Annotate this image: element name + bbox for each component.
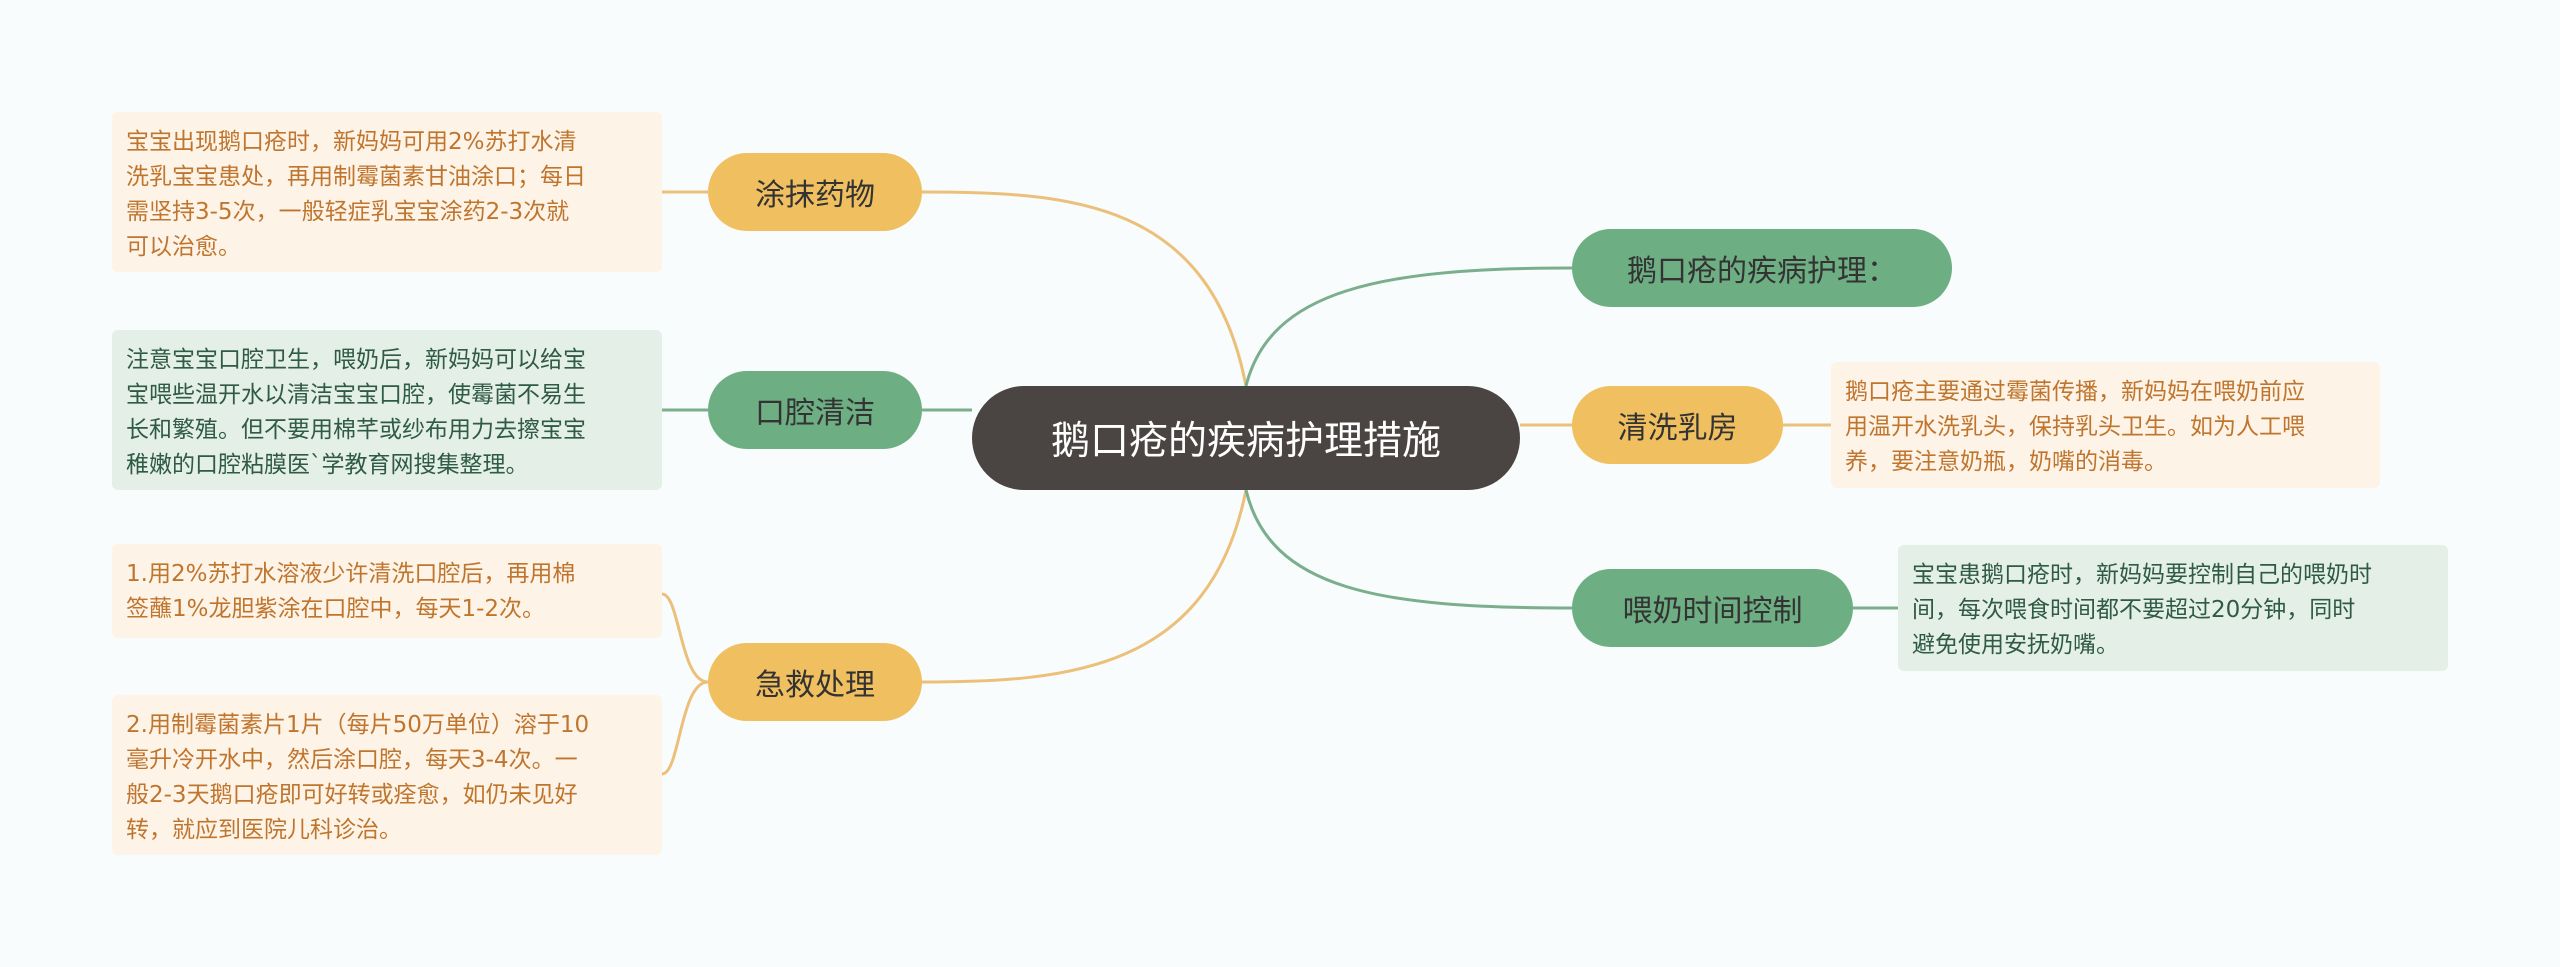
note-line: 毫升冷开水中，然后涂口腔，每天3-4次。一 <box>126 747 578 773</box>
link-root-huli <box>1244 266 1573 387</box>
note-line: 用温开水洗乳头，保持乳头卫生。如为人工喂 <box>1845 414 2305 440</box>
branch-kouqiang-qingjie[interactable]: 口腔清洁 <box>708 371 922 449</box>
note-line: 可以治愈。 <box>126 234 241 260</box>
note-line: 签蘸1%龙胆紫涂在口腔中，每天1-2次。 <box>126 596 546 622</box>
note-line: 间，每次喂食时间都不要超过20分钟，同时 <box>1912 597 2356 623</box>
note-line: 转，就应到医院儿科诊治。 <box>126 817 402 843</box>
note-line: 长和繁殖。但不要用棉芊或纱布用力去擦宝宝 <box>126 417 586 443</box>
link-root-tumo <box>921 190 1248 387</box>
root-topic[interactable]: 鹅口疮的疾病护理措施 <box>972 386 1520 490</box>
note-line: 1.用2%苏打水溶液少许清洗口腔后，再用棉 <box>126 561 576 587</box>
note-line: 需坚持3-5次，一般轻症乳宝宝涂药2-3次就 <box>126 199 570 225</box>
branch-ekouchuang-huli[interactable]: 鹅口疮的疾病护理： <box>1572 229 1952 307</box>
branch-jijiu-chuli[interactable]: 急救处理 <box>708 643 922 721</box>
note-line: 鹅口疮主要通过霉菌传播，新妈妈在喂奶前应 <box>1845 379 2305 405</box>
branch-qingxi-rufang[interactable]: 清洗乳房 <box>1572 386 1783 464</box>
note-line: 稚嫩的口腔粘膜医`学教育网搜集整理。 <box>126 452 529 478</box>
note-tumo: 宝宝出现鹅口疮时，新妈妈可用2%苏打水清 洗乳宝宝患处，再用制霉菌素甘油涂口；每… <box>112 112 662 272</box>
note-jijiu-2: 2.用制霉菌素片1片（每片50万单位）溶于10 毫升冷开水中，然后涂口腔，每天3… <box>112 695 662 855</box>
note-line: 宝宝出现鹅口疮时，新妈妈可用2%苏打水清 <box>126 129 577 155</box>
note-line: 注意宝宝口腔卫生，喂奶后，新妈妈可以给宝 <box>126 347 586 373</box>
note-kouqiang: 注意宝宝口腔卫生，喂奶后，新妈妈可以给宝 宝喂些温开水以清洁宝宝口腔，使霉菌不易… <box>112 330 662 490</box>
link-root-jijiu <box>921 489 1248 684</box>
note-line: 避免使用安抚奶嘴。 <box>1912 632 2119 658</box>
note-jijiu-1: 1.用2%苏打水溶液少许清洗口腔后，再用棉 签蘸1%龙胆紫涂在口腔中，每天1-2… <box>112 544 662 638</box>
branch-weinai-shijian[interactable]: 喂奶时间控制 <box>1572 569 1853 647</box>
link-jijiu-note-1 <box>661 592 709 684</box>
note-line: 宝喂些温开水以清洁宝宝口腔，使霉菌不易生 <box>126 382 586 408</box>
note-qingxi: 鹅口疮主要通过霉菌传播，新妈妈在喂奶前应 用温开水洗乳头，保持乳头卫生。如为人工… <box>1831 362 2380 488</box>
link-root-weinai <box>1244 489 1573 610</box>
note-line: 2.用制霉菌素片1片（每片50万单位）溶于10 <box>126 712 590 738</box>
note-line: 般2-3天鹅口疮即可好转或痊愈，如仍未见好 <box>126 782 578 808</box>
note-weinai: 宝宝患鹅口疮时，新妈妈要控制自己的喂奶时 间，每次喂食时间都不要超过20分钟，同… <box>1898 545 2448 671</box>
note-line: 养，要注意奶瓶，奶嘴的消毒。 <box>1845 449 2167 475</box>
note-line: 宝宝患鹅口疮时，新妈妈要控制自己的喂奶时 <box>1912 562 2372 588</box>
branch-tumo-yaowu[interactable]: 涂抹药物 <box>708 153 922 231</box>
link-jijiu-note-2 <box>661 680 709 776</box>
note-line: 洗乳宝宝患处，再用制霉菌素甘油涂口；每日 <box>126 164 586 190</box>
